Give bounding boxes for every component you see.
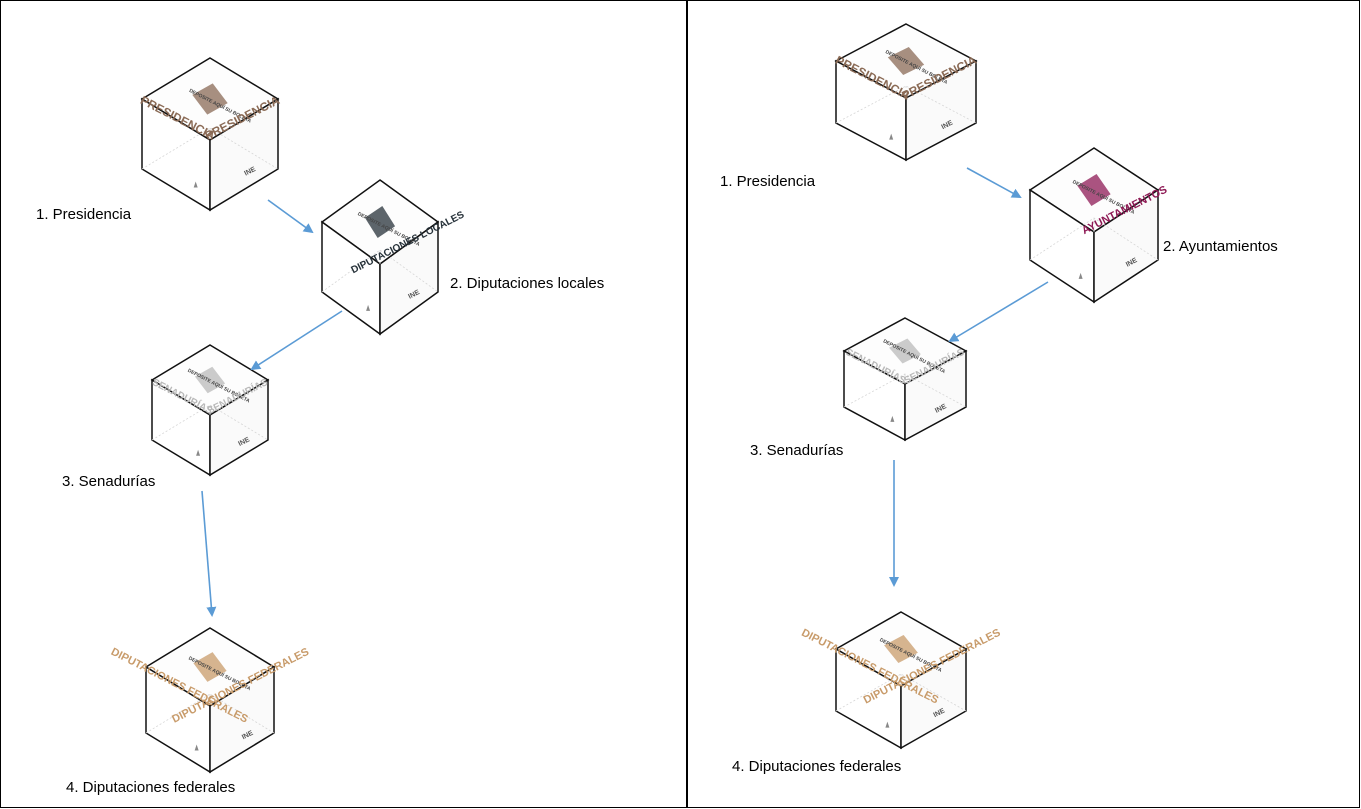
cube-hidden-edges <box>151 404 269 441</box>
emblem-icon <box>890 415 895 422</box>
cube-hidden-edges <box>835 85 977 124</box>
label-left-diputaciones-locales: 2. Diputaciones locales <box>450 275 605 292</box>
ine-logo: INE <box>241 730 255 742</box>
arrow-right-2-3 <box>948 281 1049 343</box>
ballot-slot-icon <box>364 206 396 238</box>
cube-hidden-edges <box>141 127 279 170</box>
label-right-senadurias: 3. Senadurías <box>750 442 844 459</box>
ballot-slot-icon <box>884 634 918 664</box>
arrow-left-1-2 <box>267 199 314 234</box>
cube-right-presidencia: DEPOSITE AQUÍ SU BOLETAPRESIDENCIAPRESID… <box>833 23 979 162</box>
ine-logo: INE <box>237 436 251 448</box>
ine-logo: INE <box>941 119 955 131</box>
cube-right-senadurias: DEPOSITE AQUÍ SU BOLETASENADURÍASSENADUR… <box>842 317 968 442</box>
emblem-icon <box>889 133 894 140</box>
cube-hidden-edges <box>321 249 439 293</box>
label-left-diputaciones-federales: 4. Diputaciones federales <box>66 779 236 796</box>
cube-right-face <box>904 349 967 442</box>
ballot-slot-icon <box>192 83 228 115</box>
cube-right-face <box>379 220 439 336</box>
ballot-slot-icon <box>889 338 921 364</box>
emblem-icon <box>194 744 199 751</box>
arrow-right-1-2 <box>966 167 1022 198</box>
cube-left-senadurias: DEPOSITE AQUÍ SU BOLETASENADURÍASSENADUR… <box>150 344 270 477</box>
ine-logo: INE <box>1125 257 1139 269</box>
emblem-icon <box>366 304 371 311</box>
emblem-icon <box>196 449 201 456</box>
ine-logo: INE <box>407 289 421 301</box>
emblem-icon <box>1078 272 1083 279</box>
label-right-ayuntamientos: 2. Ayuntamientos <box>1163 238 1278 255</box>
ballot-slot-icon <box>887 46 925 76</box>
label-right-presidencia: 1. Presidencia <box>720 173 816 190</box>
ine-logo: INE <box>933 707 947 719</box>
cube-hidden-edges <box>835 673 967 712</box>
cube-right-face <box>209 97 279 212</box>
emblem-icon <box>885 721 890 728</box>
label-right-diputaciones-federales: 4. Diputaciones federales <box>732 758 902 775</box>
arrow-left-3-4 <box>201 490 217 617</box>
ballot-slot-icon <box>193 652 227 682</box>
cube-right-face <box>905 59 977 162</box>
arrow-left-2-3 <box>250 310 343 371</box>
ballot-slot-icon <box>194 366 226 394</box>
cube-hidden-edges <box>1029 217 1159 261</box>
cube-hidden-edges <box>843 373 967 408</box>
label-left-presidencia: 1. Presidencia <box>36 206 132 223</box>
emblem-icon <box>193 181 198 188</box>
ine-logo: INE <box>243 166 257 178</box>
cube-left-presidencia: DEPOSITE AQUÍ SU BOLETAPRESIDENCIAPRESID… <box>138 57 282 212</box>
panel-divider <box>686 0 688 808</box>
ine-logo: INE <box>934 403 948 415</box>
cube-right-face <box>209 378 269 477</box>
label-left-senadurias: 3. Senadurías <box>62 473 156 490</box>
cube-hidden-edges <box>145 693 275 734</box>
ballot-slot-icon <box>1077 174 1111 206</box>
